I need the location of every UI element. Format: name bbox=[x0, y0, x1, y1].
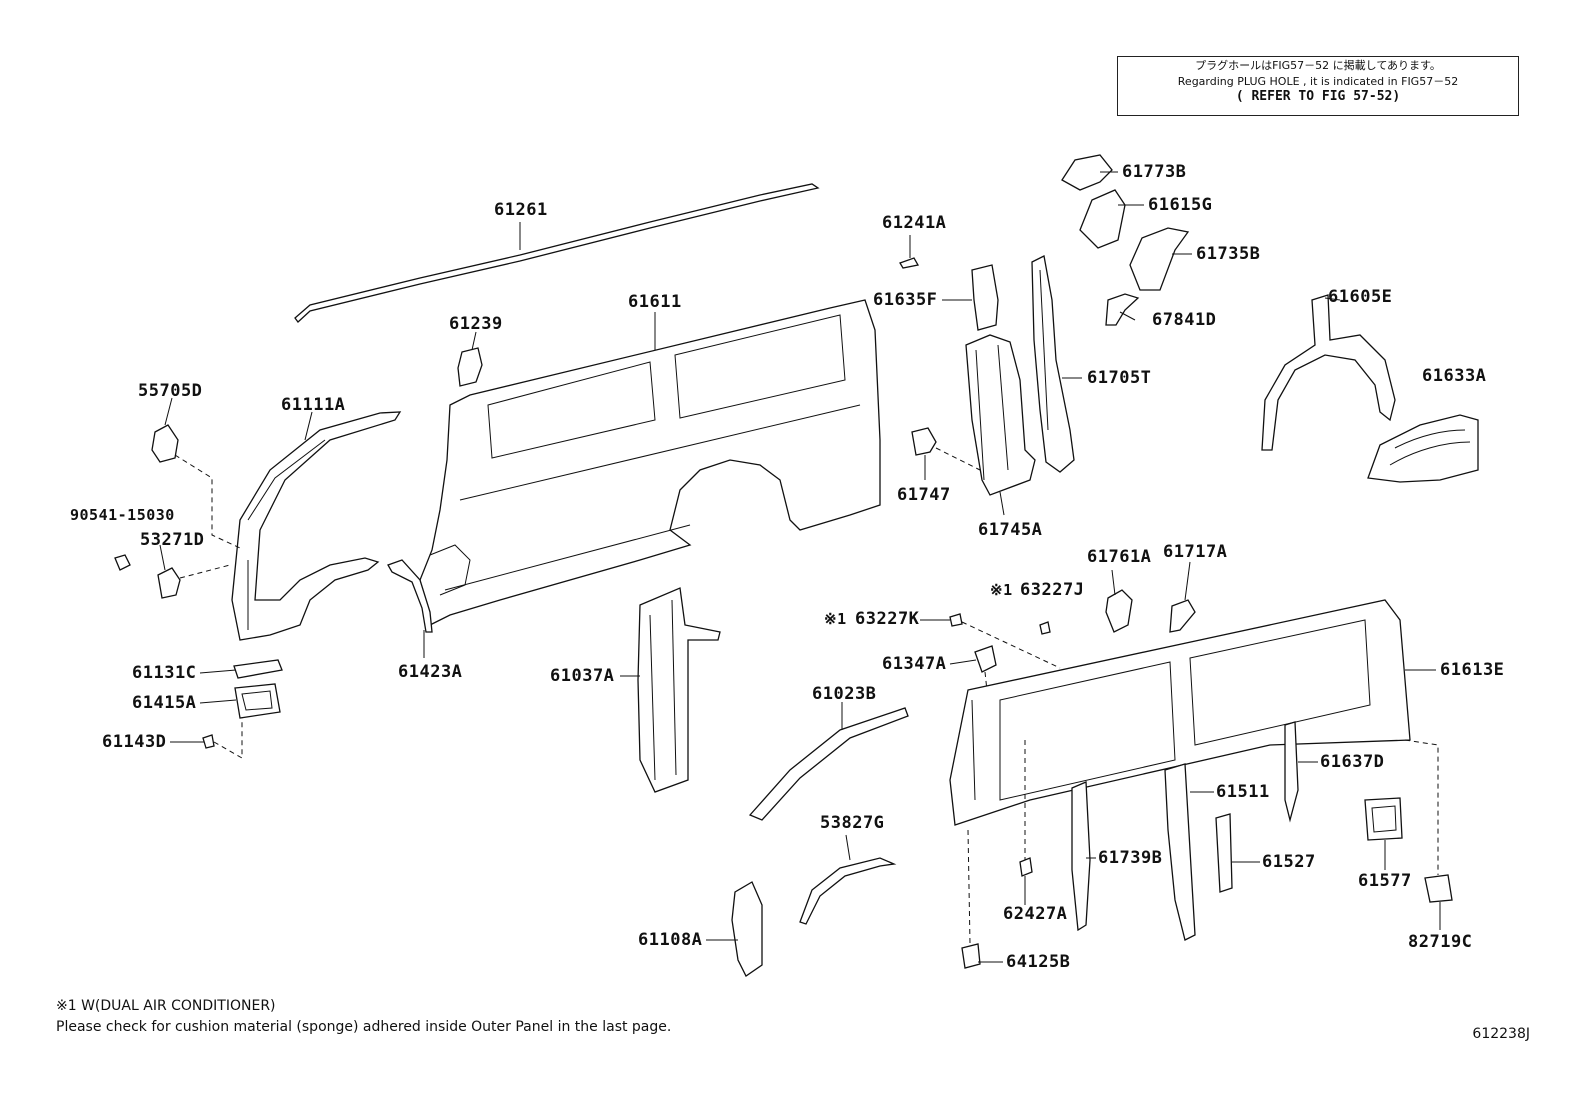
part-61108A-drawing bbox=[731, 881, 763, 977]
part-61577-drawing bbox=[1364, 797, 1403, 841]
label-61347A: 61347A bbox=[882, 654, 947, 674]
part-64125B-drawing bbox=[961, 943, 981, 969]
label-61605E: 61605E bbox=[1328, 287, 1393, 307]
label-61773B: 61773B bbox=[1122, 162, 1187, 182]
label-61023B: 61023B bbox=[812, 684, 877, 704]
part-61143D-drawing bbox=[202, 734, 215, 749]
label-61613E: 61613E bbox=[1440, 660, 1505, 680]
label-61239: 61239 bbox=[449, 314, 503, 334]
part-61633A-drawing bbox=[1367, 414, 1479, 483]
label-61735B: 61735B bbox=[1196, 244, 1261, 264]
label-61761A: 61761A bbox=[1087, 547, 1152, 567]
part-61241A-drawing bbox=[899, 257, 920, 269]
part-61037A-drawing bbox=[637, 587, 721, 793]
part-61735B-drawing bbox=[1129, 227, 1190, 291]
label-61241A: 61241A bbox=[882, 213, 947, 233]
label-55705D: 55705D bbox=[138, 381, 203, 401]
label-61633A: 61633A bbox=[1422, 366, 1487, 386]
part-61239-drawing bbox=[457, 347, 483, 387]
label-61747: 61747 bbox=[897, 485, 951, 505]
part-53271D-drawing bbox=[157, 567, 181, 599]
label-61717A: 61717A bbox=[1163, 542, 1228, 562]
label-61415A: 61415A bbox=[132, 693, 197, 713]
part-61635F-drawing bbox=[971, 264, 999, 331]
label-61705T: 61705T bbox=[1087, 368, 1152, 388]
part-61347A-drawing bbox=[974, 645, 997, 673]
label-61739B: 61739B bbox=[1098, 848, 1163, 868]
label-63227K: 63227K bbox=[855, 609, 920, 629]
label-61745A: 61745A bbox=[978, 520, 1043, 540]
part-61615G-drawing bbox=[1079, 189, 1126, 249]
label-61108A: 61108A bbox=[638, 930, 703, 950]
label-61261: 61261 bbox=[494, 200, 548, 220]
label-61635F: 61635F bbox=[873, 290, 938, 310]
part-62427A-drawing bbox=[1019, 857, 1033, 877]
label-61037A: 61037A bbox=[550, 666, 615, 686]
label-53827G: 53827G bbox=[820, 813, 885, 833]
part-61605E-drawing bbox=[1261, 294, 1396, 451]
part-61637D-drawing bbox=[1284, 721, 1299, 823]
part-61131C-drawing bbox=[233, 659, 283, 679]
part-61717A-drawing bbox=[1169, 599, 1196, 633]
part-61415A-drawing bbox=[234, 683, 281, 719]
part-53827G-drawing bbox=[799, 857, 897, 925]
part-55705D-drawing bbox=[151, 424, 179, 463]
label-63227J: 63227J bbox=[1020, 580, 1085, 600]
part-67841D-drawing bbox=[1105, 293, 1140, 326]
label-61131C: 61131C bbox=[132, 663, 197, 683]
label-61577: 61577 bbox=[1358, 871, 1412, 891]
label-90541-15030: 90541-15030 bbox=[70, 506, 175, 524]
label-67841D: 67841D bbox=[1152, 310, 1217, 330]
part-63227J-drawing bbox=[1039, 621, 1051, 635]
part-61423A-drawing bbox=[387, 559, 433, 633]
footnote-cushion: Please check for cushion material (spong… bbox=[56, 1019, 672, 1035]
label-61143D: 61143D bbox=[102, 732, 167, 752]
label-mark-1a: ※1 bbox=[990, 581, 1013, 599]
part-61747-drawing bbox=[911, 427, 937, 456]
part-61773B-drawing bbox=[1061, 154, 1113, 191]
note-line-jp: プラグホールはFIG57－52 に掲載してあります。 bbox=[1195, 59, 1441, 72]
label-64125B: 64125B bbox=[1006, 952, 1071, 972]
label-53271D: 53271D bbox=[140, 530, 205, 550]
part-61023B-drawing bbox=[748, 707, 909, 821]
label-62427A: 62427A bbox=[1003, 904, 1068, 924]
footnote-dual-ac: ※1 W(DUAL AIR CONDITIONER) bbox=[56, 998, 276, 1014]
part-61705T-drawing bbox=[1031, 255, 1075, 473]
part-61111A-drawing bbox=[231, 411, 402, 641]
label-82719C: 82719C bbox=[1408, 932, 1473, 952]
note-line-en: Regarding PLUG HOLE , it is indicated in… bbox=[1177, 75, 1459, 88]
label-61111A: 61111A bbox=[281, 395, 346, 415]
part-61611-drawing bbox=[419, 299, 881, 626]
label-61615G: 61615G bbox=[1148, 195, 1213, 215]
part-82719C-drawing bbox=[1424, 874, 1453, 903]
figure-id: 612238J bbox=[1472, 1026, 1530, 1042]
label-61423A: 61423A bbox=[398, 662, 463, 682]
label-61611: 61611 bbox=[628, 292, 682, 312]
part-61527-drawing bbox=[1215, 813, 1233, 893]
part-90541-drawing bbox=[114, 554, 131, 571]
label-mark-1b: ※1 bbox=[824, 610, 847, 628]
part-61613E-drawing bbox=[949, 599, 1411, 826]
label-61637D: 61637D bbox=[1320, 752, 1385, 772]
label-61511: 61511 bbox=[1216, 782, 1270, 802]
label-61527: 61527 bbox=[1262, 852, 1316, 872]
part-61745A-drawing bbox=[965, 334, 1036, 496]
part-63227K-drawing bbox=[949, 613, 963, 627]
part-61739B-drawing bbox=[1071, 781, 1091, 932]
note-line-ref: ( REFER TO FIG 57-52) bbox=[1235, 89, 1401, 104]
reference-note: プラグホールはFIG57－52 に掲載してあります。 Regarding PLU… bbox=[1117, 56, 1519, 116]
part-61261-drawing bbox=[294, 183, 820, 323]
part-61511-drawing bbox=[1164, 763, 1196, 941]
part-61761A-drawing bbox=[1105, 589, 1133, 633]
